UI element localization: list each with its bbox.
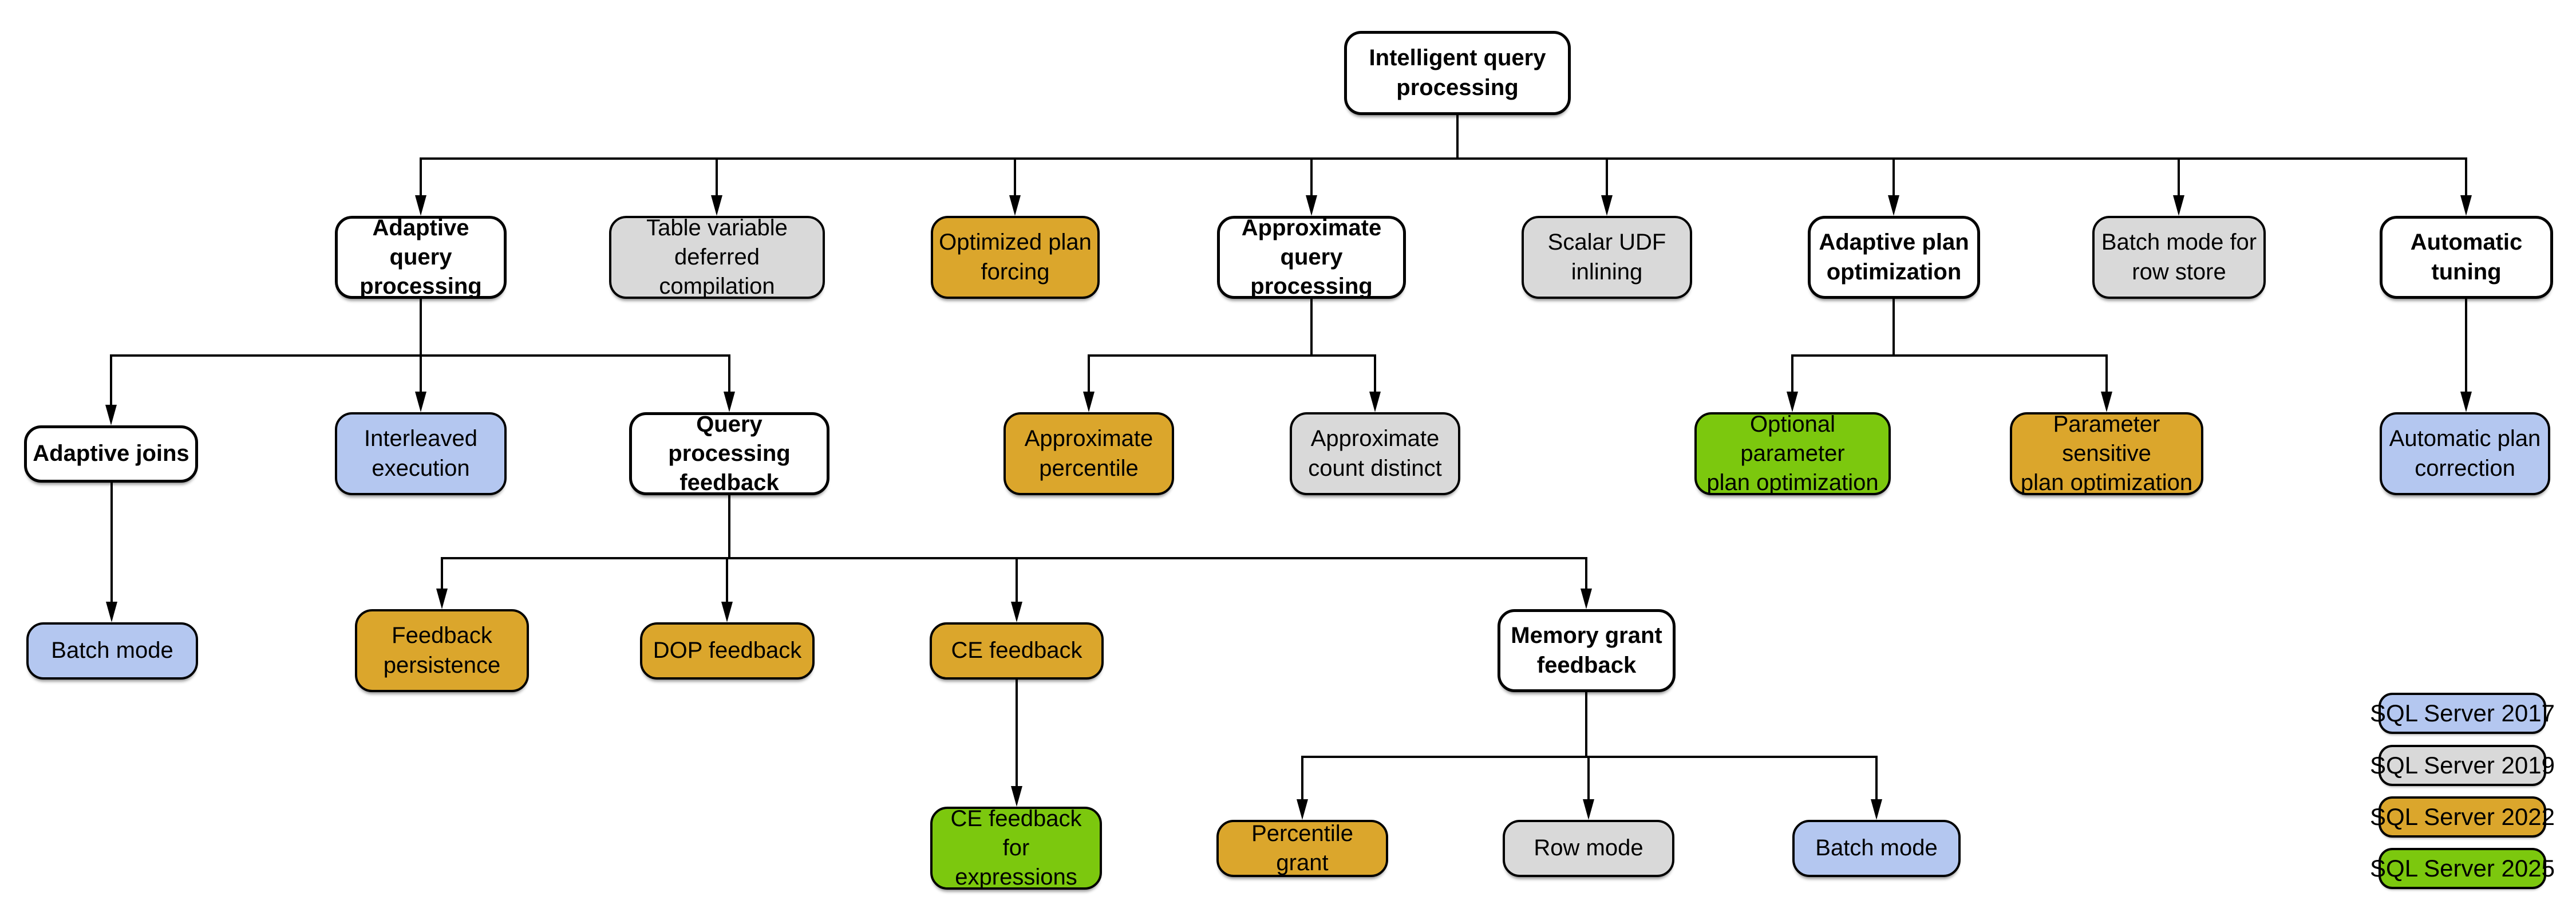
node-approximate-count-distinct: Approximate count distinct <box>1290 412 1460 495</box>
node-batch-mode: Batch mode <box>26 622 198 680</box>
node-batch-mode-for-row-store: Batch mode for row store <box>2092 216 2266 299</box>
node-automatic-plan-correction: Automatic plan correction <box>2380 412 2550 495</box>
node-adaptive-plan-optimization: Adaptive plan optimization <box>1808 216 1980 299</box>
node-memory-grant-feedback: Memory grant feedback <box>1498 609 1676 692</box>
node-ce-feedback-for-expressions: CE feedback for expressions <box>930 806 1102 890</box>
node-adaptive-joins: Adaptive joins <box>24 425 198 483</box>
node-adaptive-query-processing: Adaptive query processing <box>335 215 507 299</box>
legend-item-sql-server-2019: SQL Server 2019 <box>2370 745 2555 786</box>
node-approximate-percentile: Approximate percentile <box>1003 412 1174 495</box>
node-interleaved-execution: Interleaved execution <box>335 412 507 495</box>
node-ce-feedback: CE feedback <box>930 622 1104 680</box>
legend-item-sql-server-2025: SQL Server 2025 <box>2370 848 2555 889</box>
node-query-processing-feedback: Query processing feedback <box>629 412 829 495</box>
node-row-mode: Row mode <box>1503 820 1674 877</box>
node-batch-mode-memory-grant: Batch mode <box>1792 820 1961 877</box>
node-feedback-persistence: Feedback persistence <box>355 609 529 692</box>
legend-item-sql-server-2022: SQL Server 2022 <box>2370 796 2555 838</box>
node-optimized-plan-forcing: Optimized plan forcing <box>931 216 1100 299</box>
node-dop-feedback: DOP feedback <box>640 622 815 680</box>
node-percentile-grant: Percentile grant <box>1216 820 1388 877</box>
node-optional-parameter-plan-optimization: Optional parameter plan optimization <box>1694 412 1891 495</box>
node-automatic-tuning: Automatic tuning <box>2380 216 2553 299</box>
node-table-variable-deferred-compilation: Table variable deferred compilation <box>609 215 825 299</box>
node-intelligent-query-processing: Intelligent query processing <box>1344 31 1571 115</box>
node-approximate-query-processing: Approximate query processing <box>1217 215 1406 299</box>
node-scalar-udf-inlining: Scalar UDF inlining <box>1522 216 1692 299</box>
node-parameter-sensitive-plan-optimization: Parameter sensitive plan optimization <box>2010 412 2203 495</box>
legend-item-sql-server-2017: SQL Server 2017 <box>2370 693 2555 734</box>
